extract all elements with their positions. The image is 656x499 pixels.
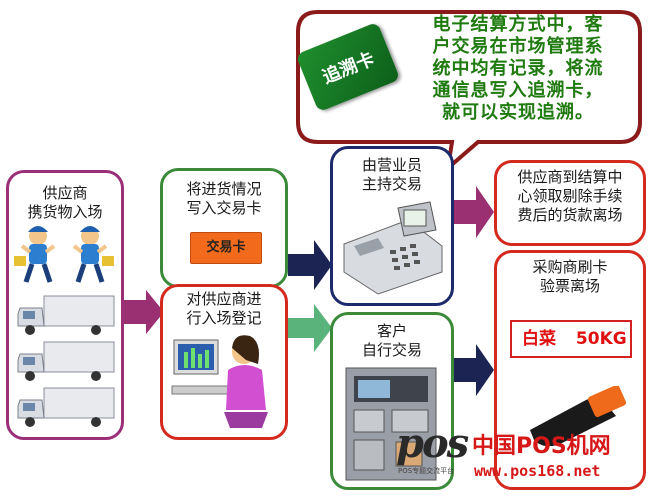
bubble-line: 电子结算方式中，客 [432, 14, 604, 35]
bubble-line: 统中均有记录，将流 [432, 58, 604, 79]
register-step-line2: 行入场登记 [186, 309, 262, 327]
supplier-line2: 携货物入场 [27, 203, 103, 221]
staff-trade-label: 由营业员 主持交易 [332, 156, 452, 194]
self-trade-line1: 客户 [376, 322, 407, 340]
bubble-line: 就可以实现追溯。 [442, 102, 594, 123]
card-step-line1: 将进货情况 [186, 180, 262, 198]
staff-trade-line2: 主持交易 [361, 175, 422, 193]
card-swipe-device-icon [530, 386, 627, 446]
register-step-label: 对供应商进 行入场登记 [162, 290, 286, 328]
clerk-body [226, 365, 266, 410]
bubble-line: 户交易在市场管理系 [432, 36, 604, 57]
supplier-label: 供应商 携货物入场 [8, 184, 122, 222]
clerk-at-computer-illustration [171, 335, 268, 428]
card-step-box [160, 168, 288, 288]
truck-icon [17, 387, 115, 427]
led-item: 白菜 [522, 329, 556, 349]
arrow-register-to-self [288, 304, 332, 352]
card-step-label: 将进货情况 写入交易卡 [162, 180, 286, 218]
settle-line1: 供应商到结算中 [517, 168, 623, 186]
led-weight: 50KG [575, 329, 627, 349]
buyer-line2: 验票离场 [539, 277, 600, 295]
self-trade-line2: 自行交易 [361, 341, 422, 359]
staff-trade-line1: 由营业员 [361, 156, 422, 174]
register-step-line1: 对供应商进 [186, 290, 262, 308]
self-trade-label: 客户 自行交易 [332, 322, 452, 360]
arrow-staff-to-settle [452, 186, 494, 238]
settle-line2: 心领取剔除手续 [517, 187, 623, 205]
arrow-self-to-buyer [452, 344, 494, 396]
supplier-line1: 供应商 [42, 184, 88, 202]
watermark-cn: 中国POS机网 [472, 434, 611, 459]
worker-icon [14, 226, 56, 283]
settle-box [494, 160, 646, 246]
trucks-illustration [17, 295, 115, 427]
buyer-box [494, 250, 646, 490]
buyer-line1: 采购商刷卡 [532, 258, 608, 276]
watermark-pos: pos [396, 420, 469, 467]
arrow-supplier-to-register [120, 290, 164, 334]
truck-icon [17, 341, 115, 381]
watermark-logo: pos 中国POS机网 www.pos168.net POS专题交流平台 [396, 420, 652, 496]
worker-icon [72, 226, 114, 283]
keyboard-icon [171, 385, 233, 395]
arrow-card-to-staff [288, 240, 332, 290]
watermark-url: www.pos168.net [474, 462, 601, 480]
led-display: 白菜 50KG [510, 320, 632, 358]
bubble-line: 通信息写入追溯卡， [432, 80, 604, 101]
trade-card-label: 交易卡 [206, 240, 246, 255]
truck-icon [17, 295, 115, 335]
self-service-kiosk-icon [345, 367, 437, 481]
pos-terminal-icon [343, 201, 443, 295]
settle-line3: 费后的货款离场 [517, 206, 623, 224]
trace-card-label: 追溯卡 [319, 48, 378, 89]
watermark-tag: POS专题交流平台 [398, 467, 455, 475]
trade-card-icon: 交易卡 [190, 232, 262, 264]
workers-illustration [14, 226, 114, 283]
bubble-text: 电子结算方式中，客 户交易在市场管理系 统中均有记录，将流 通信息写入追溯卡， … [400, 14, 636, 124]
buyer-label: 采购商刷卡 验票离场 [496, 258, 644, 296]
card-step-line2: 写入交易卡 [186, 199, 262, 217]
settle-label: 供应商到结算中 心领取剔除手续 费后的货款离场 [496, 168, 644, 225]
